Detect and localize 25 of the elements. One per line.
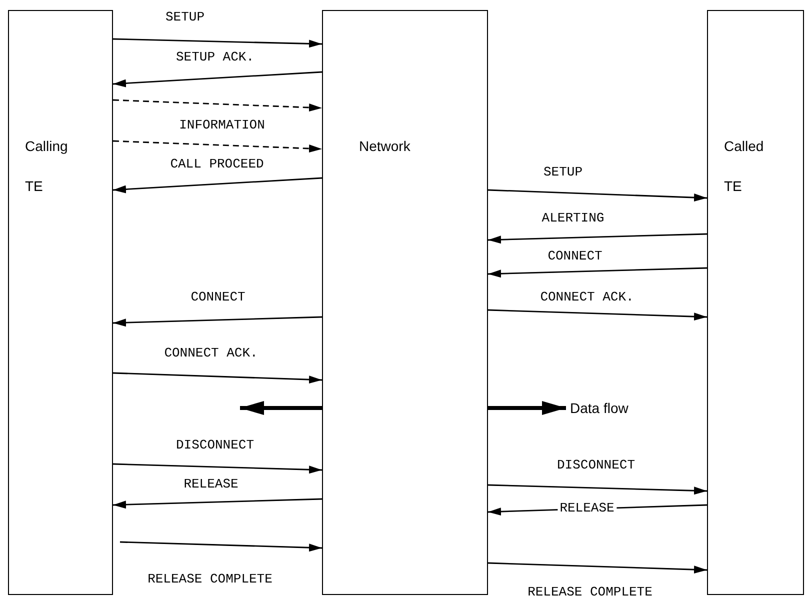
- arrow: [240, 401, 322, 415]
- arrow: [112, 498, 322, 509]
- participant-label: Calling TE: [25, 137, 69, 196]
- arrow: [488, 401, 566, 415]
- arrow: [488, 267, 708, 278]
- arrow: [112, 140, 322, 152]
- arrow: [112, 316, 322, 327]
- arrow: [112, 177, 322, 194]
- flow-label: Data flow: [570, 400, 628, 416]
- participant-box: [707, 10, 804, 595]
- arrow: [488, 233, 708, 244]
- arrow: [112, 71, 322, 88]
- arrow: [488, 189, 708, 202]
- participant-box: [8, 10, 113, 595]
- participant-box: [322, 10, 488, 595]
- participant-label: Called TE: [724, 137, 765, 196]
- arrow: [112, 99, 322, 112]
- arrow: [112, 38, 322, 48]
- arrow: [488, 562, 708, 574]
- arrow: [488, 484, 708, 495]
- arrow: [488, 309, 708, 321]
- arrow: [112, 463, 322, 474]
- participant-label: Network: [359, 137, 412, 156]
- arrow: [112, 372, 322, 384]
- arrow: [120, 541, 322, 552]
